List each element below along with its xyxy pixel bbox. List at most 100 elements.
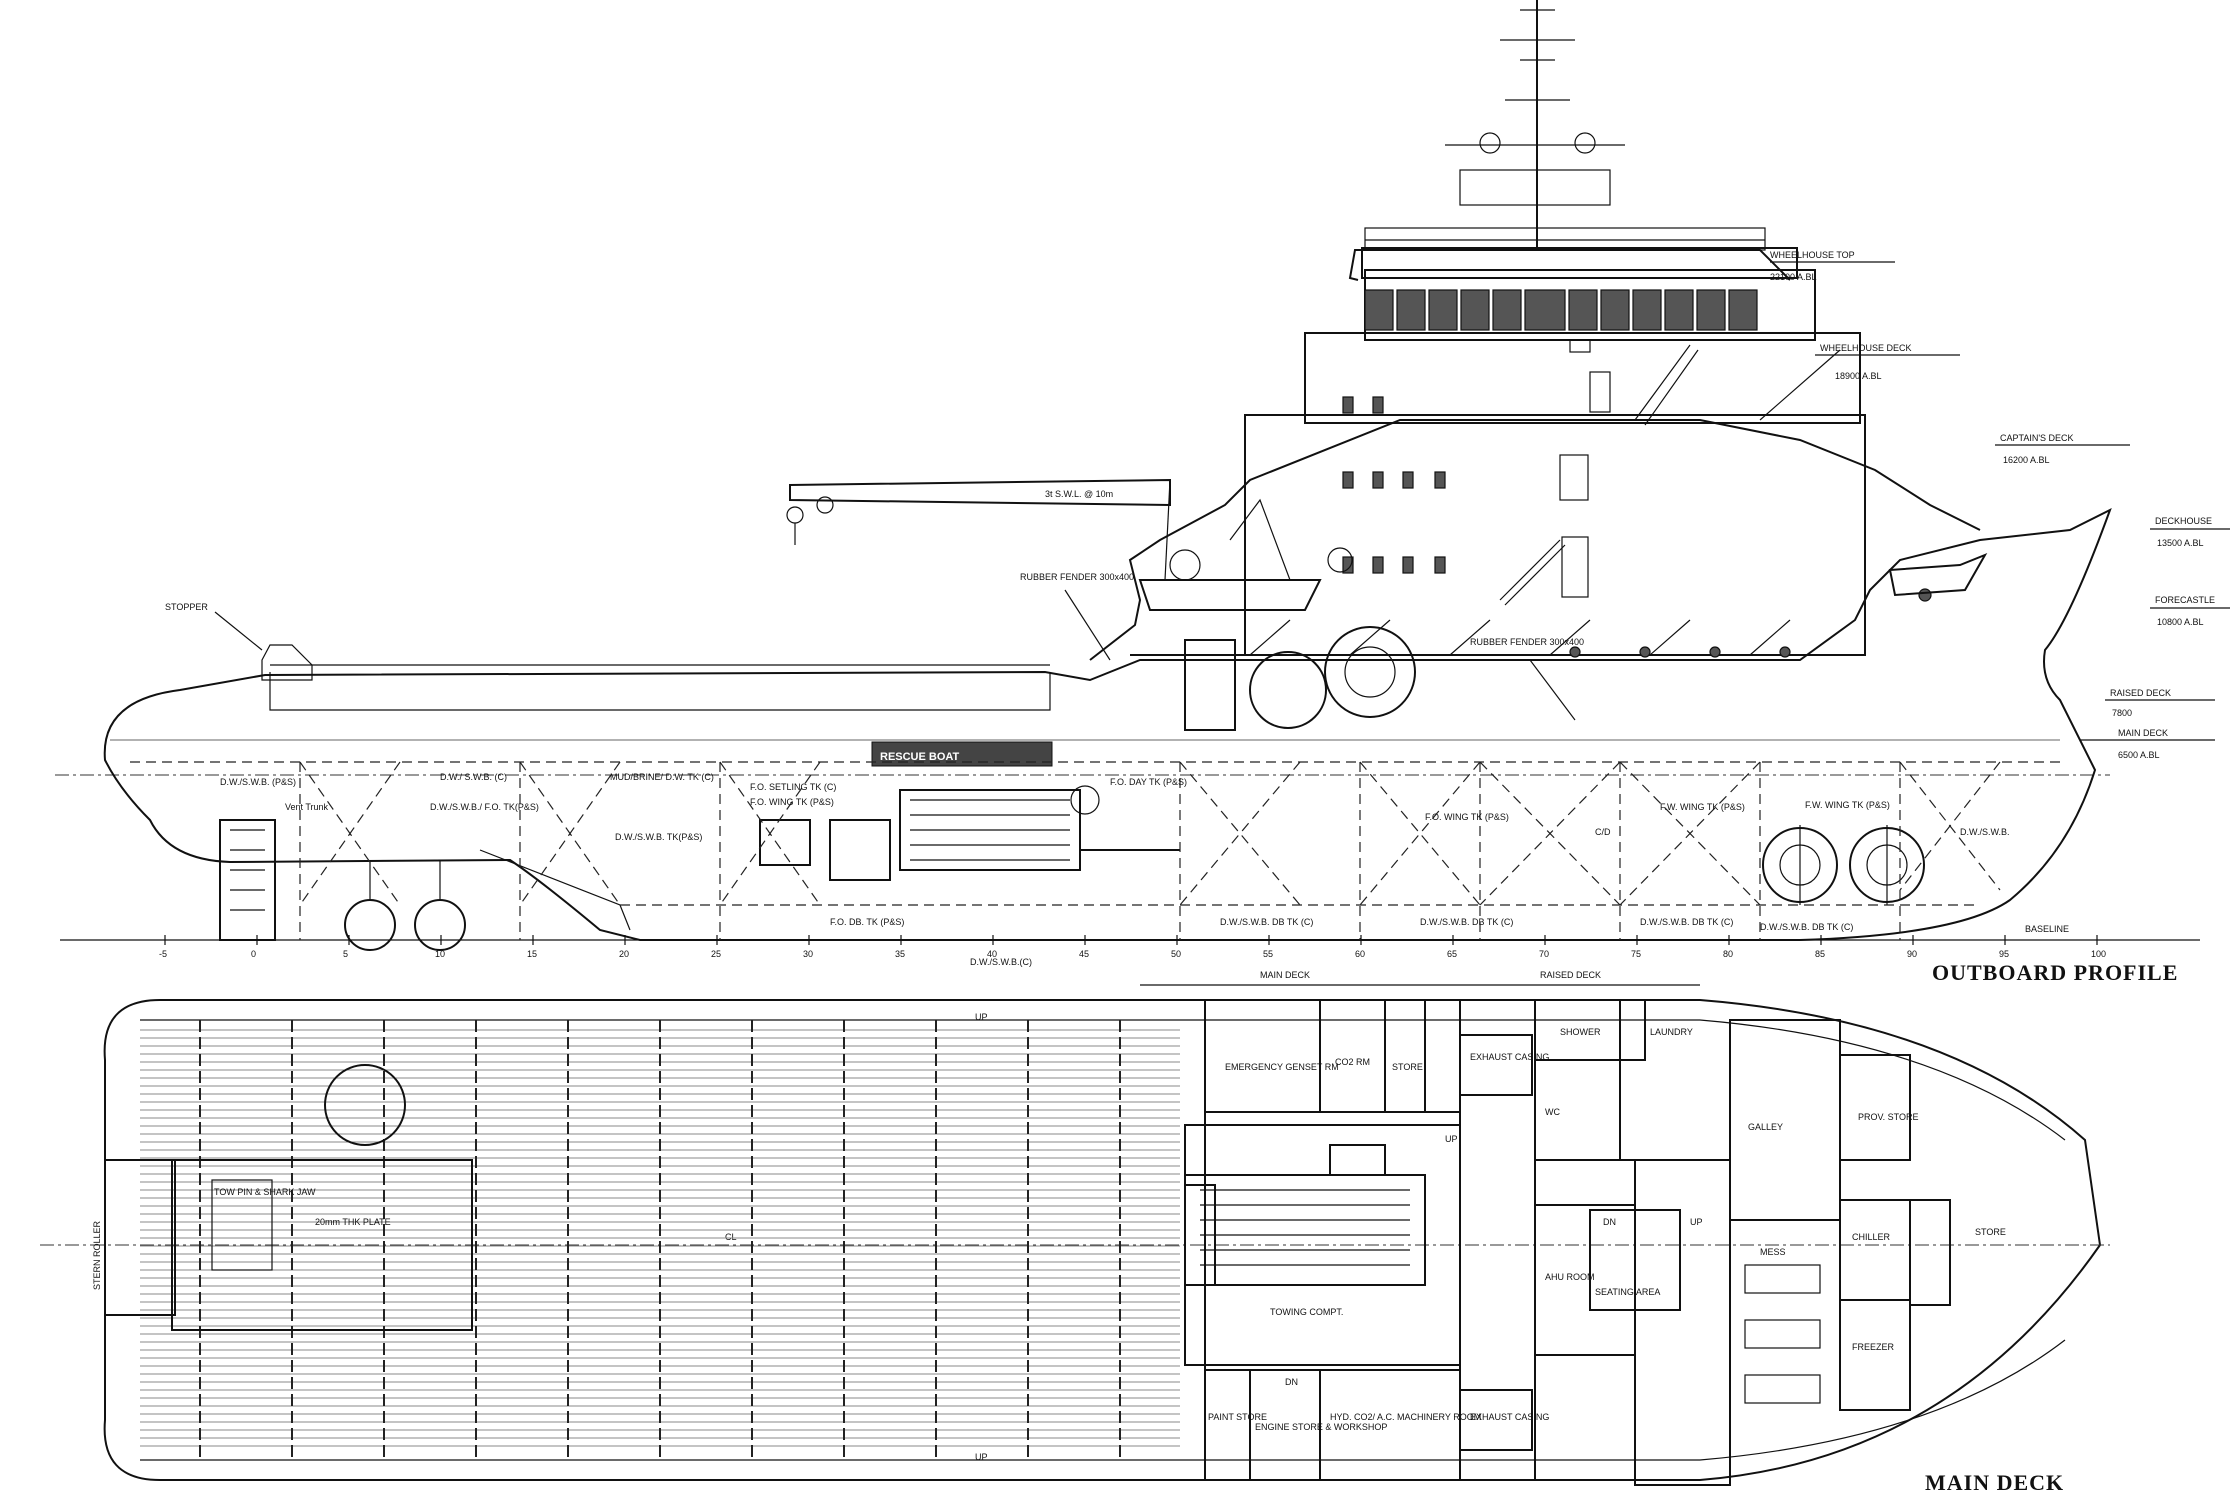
outboard-profile-title: OUTBOARD PROFILE: [1932, 960, 2178, 985]
deckhouse-block: [1244, 414, 1866, 656]
room-label: EXHAUST CASING: [1470, 1052, 1549, 1062]
level-name: MAIN DECK: [2118, 728, 2168, 738]
frame-number: 15: [527, 949, 537, 959]
room-label: UP: [1690, 1217, 1703, 1227]
tank-label: F.O. WING TK (P&S): [1425, 812, 1509, 822]
room-label: DN: [1603, 1217, 1616, 1227]
bulwark-slope-lines: [1249, 619, 1791, 656]
plate-area: [171, 1159, 473, 1331]
tank-label: D.W./S.W.B. DB TK (C): [1640, 917, 1733, 927]
main-deck-section-label: MAIN DECK: [1260, 970, 1310, 980]
towing-winch-plan: [1184, 1144, 1426, 1286]
frame-number: 85: [1815, 949, 1825, 959]
level-height: 16200 A.BL: [2003, 455, 2050, 465]
rubber-fender-label-1: RUBBER FENDER 300x400: [1020, 572, 1134, 582]
room-label: LAUNDRY: [1650, 1027, 1693, 1037]
tank-label: C/D: [1595, 827, 1611, 837]
wheelhouse-roof: [1364, 227, 1766, 251]
tank-label: D.W./ S.W.B. (C): [440, 772, 507, 782]
plate-label: 20mm THK PLATE: [315, 1217, 391, 1227]
frame-number: 90: [1907, 949, 1917, 959]
frame-number: 80: [1723, 949, 1733, 959]
frame-number: 55: [1263, 949, 1273, 959]
stopper-leader: [214, 611, 263, 651]
tank-label: D.W./S.W.B. (P&S): [220, 777, 296, 787]
fender-leader-2: [1529, 659, 1576, 721]
room-label: HYD. CO2/ A.C. MACHINERY ROOM: [1330, 1412, 1481, 1422]
outboard-profile: STOPPER: [55, 0, 2230, 985]
deck-plan-hull-outline: [103, 999, 2102, 1481]
stopper-label: STOPPER: [165, 602, 208, 612]
level-name: FORECASTLE: [2155, 595, 2215, 605]
frame-number: 5: [343, 949, 348, 959]
stopper-device: [261, 644, 313, 681]
hull-outline: [103, 507, 2112, 941]
frame-number: 95: [1999, 949, 2009, 959]
room-label: SHOWER: [1560, 1027, 1601, 1037]
frame-number: 25: [711, 949, 721, 959]
crane: 3t S.W.L. @ 10m: [786, 478, 1171, 581]
tank-label: F.O. WING TK (P&S): [750, 797, 834, 807]
room-label: PAINT STORE: [1208, 1412, 1267, 1422]
wheelhouse-top-block: [1348, 249, 1791, 281]
level-height: 18900 A.BL: [1835, 371, 1882, 381]
frame-number: 35: [895, 949, 905, 959]
stern-thrusters: Vent Trunk: [219, 802, 631, 951]
tank-label: F.O. DAY TK (P&S): [1110, 777, 1187, 787]
frame-number: 10: [435, 949, 445, 959]
frame-number: -5: [159, 949, 167, 959]
frame-number: 40: [987, 949, 997, 959]
tank-label: F.O. DB. TK (P&S): [830, 917, 904, 927]
room-labels: EMERGENCY GENSET RM CO2 RM STORE EXHAUST…: [975, 1012, 2006, 1462]
room-label: EMERGENCY GENSET RM: [1225, 1062, 1339, 1072]
room-label: TOWING COMPT.: [1270, 1307, 1343, 1317]
tow-pin-label: TOW PIN & SHARK JAW: [214, 1187, 316, 1197]
room-label: UP: [1445, 1134, 1458, 1144]
centerline-label: CL: [725, 1232, 737, 1242]
frame-number: 75: [1631, 949, 1641, 959]
level-height: 7800: [2112, 708, 2132, 718]
room-boundaries: [1184, 999, 1951, 1486]
room-label: EXHAUST CASING: [1470, 1412, 1549, 1422]
frame-number: 70: [1539, 949, 1549, 959]
room-label: MESS: [1760, 1247, 1786, 1257]
level-name: WHEELHOUSE DECK: [1820, 343, 1912, 353]
tank-label: D.W./S.W.B. TK(P&S): [615, 832, 702, 842]
capstan: [324, 1064, 406, 1146]
forecastle-deck-house: [1089, 419, 1981, 661]
frame-number: 100: [2091, 949, 2106, 959]
tank-boundaries: [130, 761, 2060, 940]
rubber-fender-label-2: RUBBER FENDER 300x400: [1470, 637, 1584, 647]
main-engine-profile: [759, 785, 1180, 881]
raised-deck-section-label: RAISED DECK: [1540, 970, 1601, 980]
deckhouse-doors: [1559, 339, 1611, 598]
inner-bow-curve: [1699, 1019, 2066, 1461]
frame-number: 60: [1355, 949, 1365, 959]
cargo-deck-planking: [140, 1020, 1180, 1460]
main-deck-title: MAIN DECK: [1925, 1470, 2064, 1495]
bow-thrusters: [1762, 825, 1925, 905]
room-label: UP: [975, 1012, 988, 1022]
mast: [1445, 0, 1625, 250]
main-deck-plan: CL STERN ROLLER 20mm THK PLATE TOW PIN &…: [40, 970, 2110, 1495]
frame-number: 30: [803, 949, 813, 959]
tank-label: D.W./S.W.B.: [1960, 827, 2010, 837]
room-label: FREEZER: [1852, 1342, 1895, 1352]
tank-label: MUD/BRINE/ D.W. TK (C): [610, 772, 714, 782]
forecastle-opening: [1888, 553, 1988, 597]
tank-label: F.O. SETLING TK (C): [750, 782, 836, 792]
stair-2: [1759, 349, 1841, 421]
room-label: PROV. STORE: [1858, 1112, 1919, 1122]
level-name: CAPTAIN'S DECK: [2000, 433, 2074, 443]
frame-number: 20: [619, 949, 629, 959]
room-label: GALLEY: [1748, 1122, 1783, 1132]
captains-deck-block: [1304, 332, 1861, 424]
baseline-label: BASELINE: [2025, 924, 2069, 934]
towing-winch-profile: [1184, 626, 1416, 731]
level-labels: WHEELHOUSE TOP 22100 A.BL WHEELHOUSE DEC…: [1770, 250, 2230, 760]
crane-capacity-label: 3t S.W.L. @ 10m: [1045, 489, 1113, 499]
davit-and-boat: [1138, 498, 1353, 611]
frame-number: 65: [1447, 949, 1457, 959]
room-label: UP: [975, 1452, 988, 1462]
